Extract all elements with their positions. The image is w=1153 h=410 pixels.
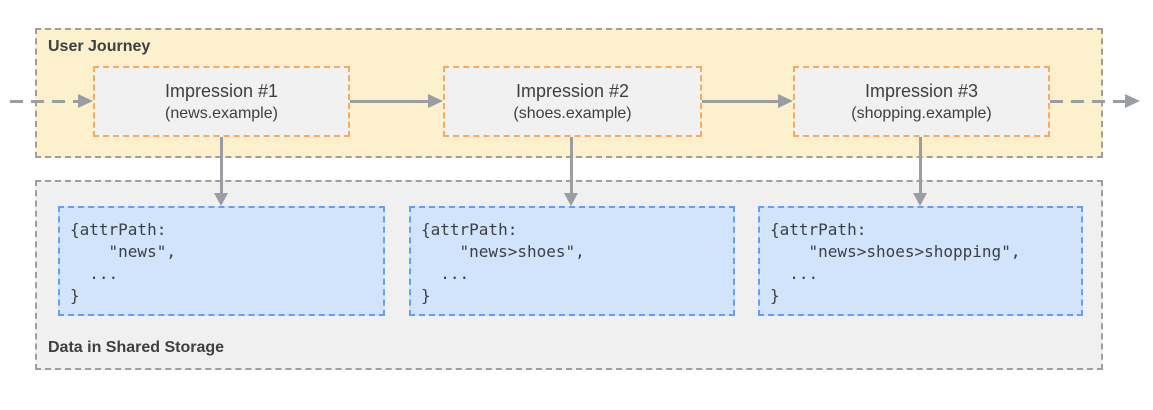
arrow-impression1-to-storage-line: [220, 137, 223, 193]
impression-3-title: Impression #3: [864, 80, 979, 101]
arrow-impression3-to-storage-head-icon: [913, 193, 927, 206]
arrow-impression2-to-impression3-line: [702, 100, 778, 103]
impression-1-title: Impression #1: [164, 80, 279, 101]
impression-1-box: Impression #1 (news.example): [93, 66, 350, 137]
journey-exit-arrowhead-icon: [1125, 94, 1140, 108]
impression-3-domain: (shopping.example): [851, 104, 992, 122]
journey-exit-arrow-line: [1050, 100, 1125, 103]
user-journey-title: User Journey: [48, 38, 151, 55]
arrow-impression1-to-impression2-line: [350, 100, 428, 103]
arrow-impression2-to-storage-head-icon: [564, 193, 578, 206]
arrow-impression2-to-storage-line: [570, 137, 573, 193]
impression-2-box: Impression #2 (shoes.example): [443, 66, 702, 137]
impression-3-box: Impression #3 (shopping.example): [793, 66, 1050, 137]
arrow-impression3-to-storage-line: [919, 137, 922, 193]
journey-entry-arrowhead-icon: [78, 94, 93, 108]
storage-entry-2-box: {attrPath: "news>shoes", ... }: [409, 206, 735, 316]
arrow-impression1-to-impression2-head-icon: [428, 94, 443, 108]
impression-1-domain: (news.example): [165, 104, 278, 122]
impression-2-domain: (shoes.example): [513, 104, 632, 122]
shared-storage-title: Data in Shared Storage: [48, 339, 225, 356]
storage-entry-1-code: {attrPath: "news", ... }: [70, 220, 176, 305]
storage-entry-3-code: {attrPath: "news>shoes>shopping", ... }: [770, 220, 1021, 305]
journey-entry-arrow-line: [10, 100, 78, 103]
storage-entry-3-box: {attrPath: "news>shoes>shopping", ... }: [758, 206, 1083, 316]
impression-2-title: Impression #2: [515, 80, 630, 101]
arrow-impression1-to-storage-head-icon: [214, 193, 228, 206]
storage-entry-1-box: {attrPath: "news", ... }: [58, 206, 385, 316]
storage-entry-2-code: {attrPath: "news>shoes", ... }: [421, 220, 585, 305]
arrow-impression2-to-impression3-head-icon: [778, 94, 793, 108]
